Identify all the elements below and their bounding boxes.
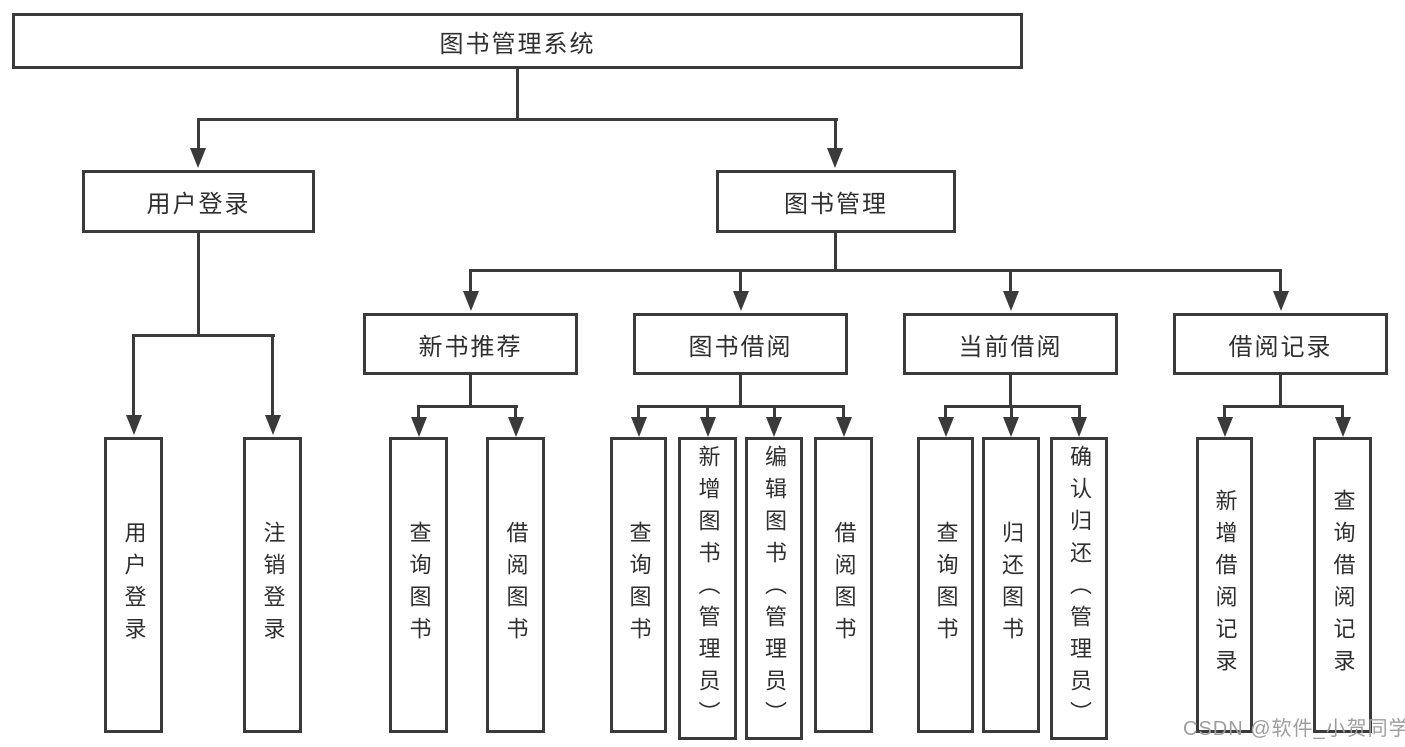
- leaf-query-books-recommend: 查询图书: [389, 437, 448, 733]
- leaf-return-books: 归还图书: [982, 437, 1040, 733]
- arrow-down-icon: [766, 417, 782, 437]
- connector-stub: [1009, 269, 1012, 293]
- leaf-query-borrow-record: 查询借阅记录: [1313, 437, 1372, 733]
- connector-stub: [132, 334, 135, 417]
- arrow-down-icon: [938, 417, 954, 437]
- leaf-label: 查询图书: [406, 521, 432, 649]
- connector-stub: [637, 405, 640, 419]
- connector-root-stem: [516, 69, 519, 121]
- leaf-label: 查询图书: [626, 521, 652, 649]
- leaf-borrow-books: 借阅图书: [814, 437, 873, 733]
- connector-stub: [469, 269, 472, 293]
- arrow-down-icon: [733, 291, 749, 311]
- connector-stub: [1078, 405, 1081, 419]
- arrow-down-icon: [1003, 291, 1019, 311]
- node-book-management: 图书管理: [716, 170, 956, 233]
- leaf-query-books-borrow: 查询图书: [610, 437, 667, 733]
- leaf-confirm-return-admin: 确认归还（管理员）: [1050, 437, 1108, 740]
- connector-stub: [1223, 405, 1226, 419]
- arrow-down-icon: [631, 417, 647, 437]
- arrow-down-icon: [1335, 417, 1351, 437]
- connector-stub: [834, 118, 837, 150]
- arrow-down-icon: [508, 417, 524, 437]
- node-user-login: 用户登录: [82, 170, 315, 233]
- connector-stem: [1279, 375, 1282, 408]
- csdn-watermark: CSDN @软件_小贺同学: [1183, 718, 1405, 740]
- arrow-down-icon: [265, 415, 281, 435]
- leaf-label: 查询借阅记录: [1330, 489, 1356, 681]
- node-borrowing-records: 借阅记录: [1173, 313, 1388, 375]
- connector-stem: [1009, 375, 1012, 408]
- leaf-query-books-current: 查询图书: [917, 437, 974, 733]
- arrow-down-icon: [1071, 417, 1087, 437]
- connector-stub: [706, 405, 709, 419]
- node-label: 图书管理系统: [439, 30, 596, 58]
- node-library-management-system: 图书管理系统: [12, 13, 1023, 69]
- connector-stub: [944, 405, 947, 419]
- node-label: 借阅记录: [1228, 333, 1333, 361]
- connector-user-login-stem: [197, 233, 200, 336]
- leaf-add-borrow-record: 新增借阅记录: [1196, 437, 1253, 733]
- connector-user-login-hline: [132, 334, 275, 337]
- leaf-label: 归还图书: [999, 521, 1024, 649]
- connector-stub: [1279, 269, 1282, 293]
- connector-stub: [1010, 405, 1013, 419]
- arrow-down-icon: [1273, 291, 1289, 311]
- node-book-borrowing: 图书借阅: [633, 313, 848, 375]
- arrow-down-icon: [1003, 417, 1019, 437]
- connector-root-hline: [197, 118, 838, 121]
- leaf-logout: 注销登录: [243, 437, 302, 733]
- node-current-borrowing: 当前借阅: [903, 313, 1118, 375]
- leaf-label: 确认归还（管理员）: [1067, 444, 1092, 733]
- connector-stub: [842, 405, 845, 419]
- node-label: 图书管理: [784, 191, 888, 218]
- connector-book-mgmt-hline: [469, 269, 1282, 272]
- leaf-edit-books-admin: 编辑图书（管理员）: [745, 437, 803, 740]
- leaf-label: 用户登录: [121, 521, 147, 649]
- arrow-down-icon: [190, 148, 206, 168]
- connector-book-mgmt-stem: [834, 233, 837, 272]
- arrow-down-icon: [463, 291, 479, 311]
- connector-stub: [773, 405, 776, 419]
- leaf-label: 借阅图书: [831, 521, 857, 649]
- node-new-book-recommend: 新书推荐: [363, 313, 578, 375]
- leaf-label: 新增借阅记录: [1212, 489, 1238, 681]
- connector-stub: [1341, 405, 1344, 419]
- leaf-borrow-books-recommend: 借阅图书: [486, 437, 545, 733]
- arrow-down-icon: [827, 148, 843, 168]
- arrow-down-icon: [126, 415, 142, 435]
- connector-stem: [739, 375, 742, 408]
- node-label: 当前借阅: [958, 333, 1063, 361]
- connector-stem: [469, 375, 472, 408]
- connector-stub: [197, 118, 200, 150]
- connector-stub: [514, 405, 517, 419]
- arrow-down-icon: [700, 417, 716, 437]
- connector-hline: [1223, 405, 1344, 408]
- leaf-label: 查询图书: [933, 521, 959, 649]
- connector-stub: [417, 405, 420, 419]
- leaf-label: 借阅图书: [503, 521, 529, 649]
- connector-stub: [739, 269, 742, 293]
- connector-stub: [271, 334, 274, 417]
- leaf-user-login: 用户登录: [104, 437, 163, 733]
- leaf-add-books-admin: 新增图书（管理员）: [678, 437, 737, 740]
- leaf-label: 编辑图书（管理员）: [762, 444, 787, 733]
- connector-hline: [637, 405, 845, 408]
- arrow-down-icon: [836, 417, 852, 437]
- leaf-label: 注销登录: [260, 521, 286, 649]
- leaf-label: 新增图书（管理员）: [695, 444, 721, 733]
- node-label: 图书借阅: [688, 333, 793, 361]
- node-label: 用户登录: [146, 191, 251, 218]
- node-label: 新书推荐: [418, 333, 523, 361]
- connector-hline: [417, 405, 518, 408]
- arrow-down-icon: [1217, 417, 1233, 437]
- arrow-down-icon: [411, 417, 427, 437]
